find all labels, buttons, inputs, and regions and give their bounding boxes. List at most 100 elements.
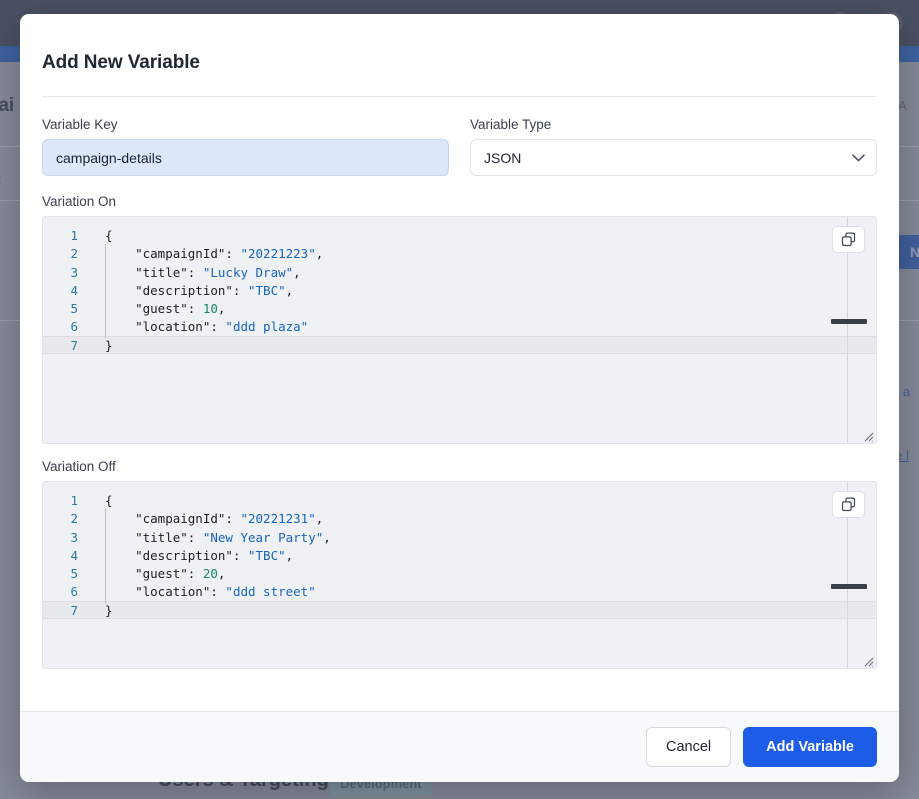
title-divider [42, 96, 877, 97]
code-text: "description": "TBC", [85, 280, 876, 302]
variation-off-label: Variation Off [42, 459, 116, 474]
code-text: } [85, 602, 876, 620]
token-punc: { [105, 228, 113, 243]
background-page-title: tai [0, 95, 15, 116]
token-punc: , [285, 547, 294, 563]
token-str: "TBC" [248, 282, 286, 298]
code-text: "guest": 10, [85, 299, 876, 320]
modal-title: Add New Variable [42, 52, 200, 73]
token-punc: , [323, 529, 331, 545]
code-text: } [85, 337, 876, 355]
token-key: "location": [105, 319, 226, 335]
code-line: 6 "location": "ddd plaza" [43, 317, 876, 339]
editor-resize-handle[interactable] [862, 429, 874, 442]
token-str: "New Year Party" [202, 529, 324, 545]
token-punc: } [105, 337, 113, 353]
token-punc: , [217, 301, 226, 317]
active-line-highlight [43, 601, 876, 620]
horizontal-scrollbar[interactable] [831, 584, 867, 589]
token-num: 10 [202, 301, 218, 317]
line-number: 7 [70, 337, 78, 353]
code-text: "location": "ddd street" [85, 582, 876, 604]
variable-fields-row: Variable Key Variable Type [42, 117, 877, 176]
line-number: 1 [70, 228, 78, 243]
line-number: 5 [70, 566, 78, 582]
variation-on-block: Variation On 1{2 "campaignId": "20221223… [42, 194, 877, 444]
editor-minimap-rule [847, 217, 848, 443]
variable-key-label: Variable Key [42, 117, 118, 132]
variable-type-select[interactable] [470, 139, 877, 176]
code-text: "description": "TBC", [85, 545, 876, 567]
editor-minimap-rule [847, 482, 848, 668]
token-punc: , [315, 511, 324, 527]
code-line: 2 "campaignId": "20221223", [43, 244, 876, 265]
line-number: 3 [70, 529, 78, 545]
variation-off-block: Variation Off 1{2 "campaignId": "2022123… [42, 459, 877, 669]
code-text: "title": "New Year Party", [85, 527, 876, 549]
token-key: "title": [105, 264, 203, 280]
copy-icon[interactable] [832, 226, 865, 253]
code-text: "title": "Lucky Draw", [85, 262, 876, 284]
background-column-label: E [0, 175, 1, 187]
code-line: 5 "guest": 10, [43, 299, 876, 320]
token-key: "location": [105, 584, 226, 600]
token-punc: , [293, 264, 301, 280]
line-number: 3 [70, 264, 78, 280]
code-line: 3 "title": "Lucky Draw", [43, 262, 876, 284]
add-variable-button[interactable]: Add Variable [743, 727, 877, 767]
token-key: "guest": [105, 301, 203, 317]
token-str: "ddd plaza" [225, 319, 309, 335]
token-key: "campaignId": [105, 511, 241, 527]
token-punc: , [285, 282, 294, 298]
code-line: 7} [43, 337, 876, 355]
token-punc: { [105, 493, 113, 508]
token-key: "campaignId": [105, 246, 241, 262]
variation-on-label: Variation On [42, 194, 117, 209]
token-key: "title": [105, 529, 203, 545]
token-key: "guest": [105, 566, 203, 582]
cancel-button[interactable]: Cancel [646, 727, 732, 767]
code-line: 5 "guest": 20, [43, 564, 876, 585]
code-line: 6 "location": "ddd street" [43, 582, 876, 604]
line-number: 5 [70, 301, 78, 317]
variable-type-label: Variable Type [470, 117, 552, 132]
variable-type-field: Variable Type [470, 117, 877, 176]
copy-icon[interactable] [832, 491, 865, 518]
line-number: 4 [70, 547, 78, 563]
token-str: "Lucky Draw" [202, 264, 294, 280]
variable-type-select-wrap [470, 139, 877, 176]
horizontal-scrollbar[interactable] [831, 319, 867, 324]
code-text: { [85, 227, 876, 245]
variation-off-code[interactable]: 1{2 "campaignId": "20221231",3 "title": … [43, 492, 876, 620]
token-key: "description": [105, 547, 248, 563]
variation-on-editor[interactable]: 1{2 "campaignId": "20221223",3 "title": … [42, 216, 877, 444]
code-line: 1{ [43, 227, 876, 245]
token-key: "description": [105, 282, 248, 298]
token-str: "20221223" [240, 246, 316, 262]
token-punc: } [105, 602, 113, 618]
variation-on-code[interactable]: 1{2 "campaignId": "20221223",3 "title": … [43, 227, 876, 355]
line-number: 1 [70, 493, 78, 508]
line-number: 2 [70, 246, 78, 262]
token-punc: , [315, 246, 324, 262]
code-line: 7} [43, 602, 876, 620]
variable-key-field: Variable Key [42, 117, 449, 176]
editor-resize-handle[interactable] [862, 654, 874, 667]
add-variable-modal: Add New Variable Variable Key Variable T… [20, 14, 899, 782]
variable-key-input[interactable] [42, 139, 449, 176]
active-line-highlight [43, 336, 876, 355]
code-line: 4 "description": "TBC", [43, 545, 876, 567]
code-text: "location": "ddd plaza" [85, 317, 876, 339]
code-line: 4 "description": "TBC", [43, 280, 876, 302]
code-text: { [85, 492, 876, 510]
line-number: 7 [70, 602, 78, 618]
code-line: 3 "title": "New Year Party", [43, 527, 876, 549]
variation-off-editor[interactable]: 1{2 "campaignId": "20221231",3 "title": … [42, 481, 877, 669]
background-new-button[interactable]: Ne [896, 235, 919, 269]
line-number: 6 [70, 584, 78, 600]
token-str: "TBC" [248, 547, 286, 563]
line-number: 2 [70, 511, 78, 527]
code-text: "guest": 20, [85, 564, 876, 585]
line-number: 4 [70, 282, 78, 298]
modal-body: Add New Variable Variable Key Variable T… [20, 14, 899, 711]
